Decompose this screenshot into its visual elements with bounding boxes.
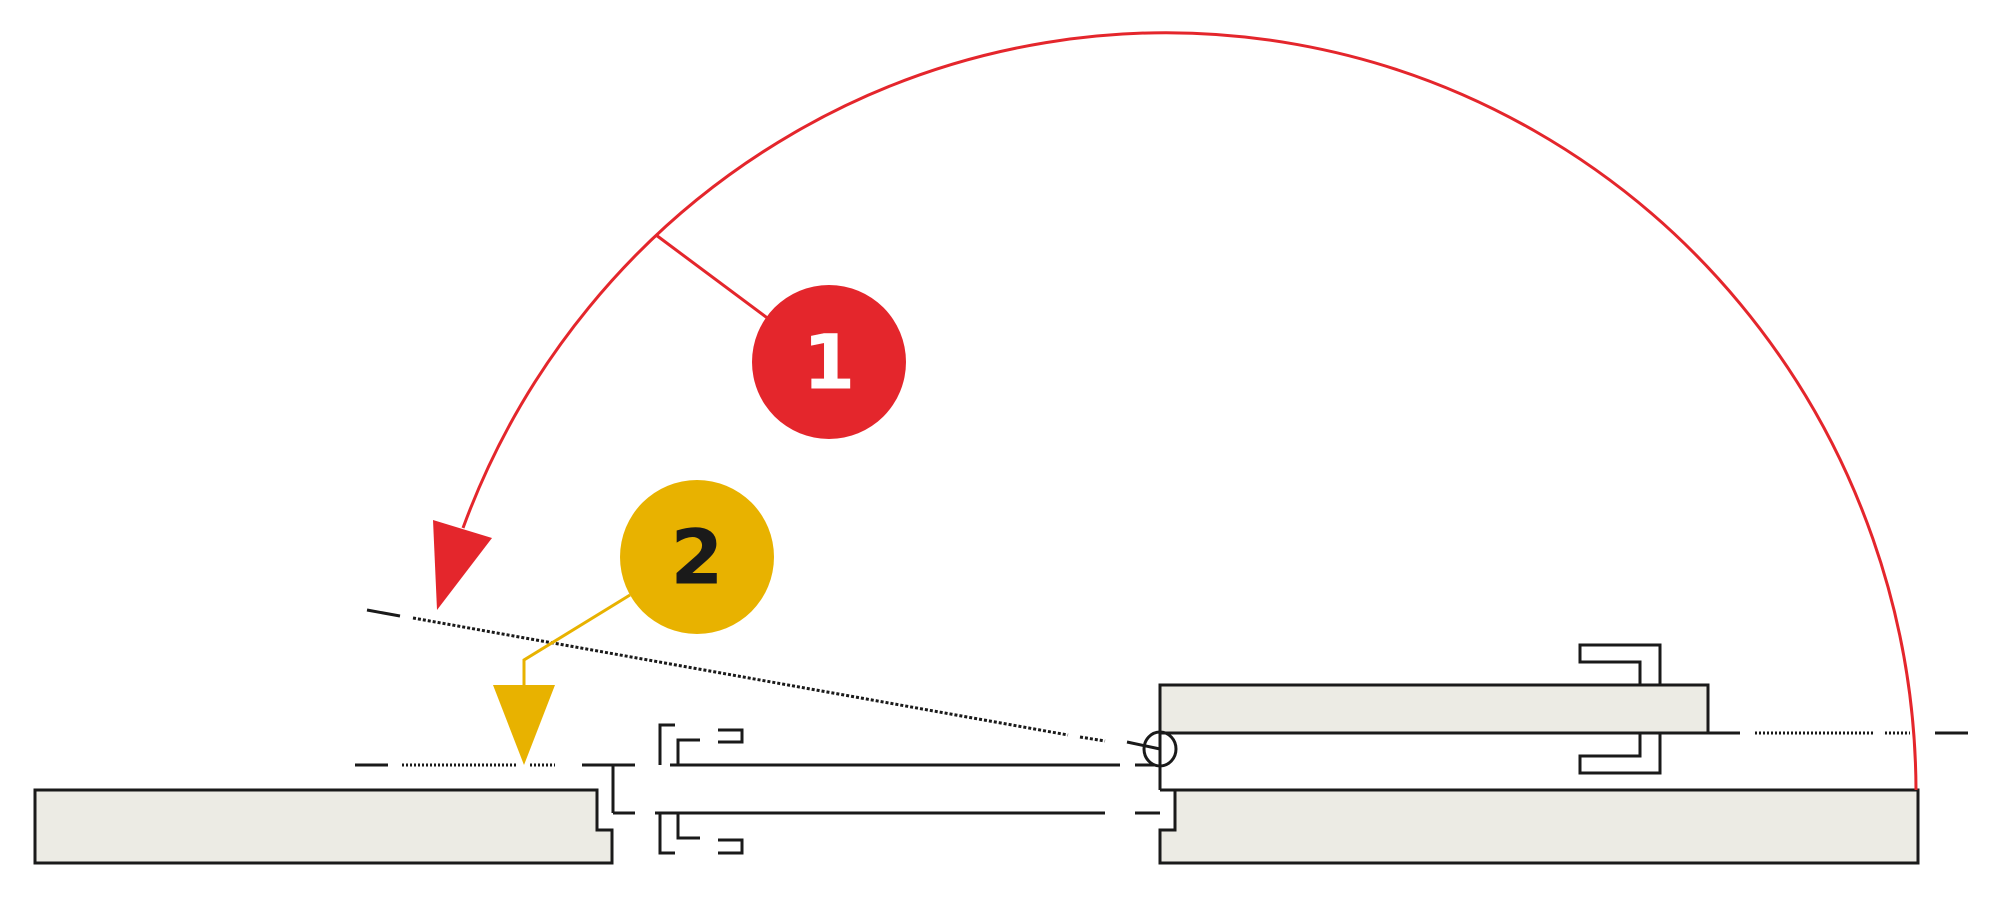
callout-2-label: 2 <box>671 513 724 602</box>
callout-1: 1 <box>752 285 906 439</box>
callout-1-circle <box>752 285 906 439</box>
callout-2-leader <box>522 593 631 685</box>
left-panel <box>33 788 614 865</box>
hinge-pivot-arm <box>1126 740 1161 751</box>
top-bracket <box>1578 643 1662 687</box>
swing-arc <box>461 31 1918 791</box>
door-open-line <box>366 608 1106 743</box>
swing-arc-arrowhead <box>433 520 492 610</box>
callout-1-leader <box>655 233 771 322</box>
callout-2-circle <box>620 480 774 634</box>
yellow-marker-arrowhead <box>493 685 555 765</box>
callout-1-label: 1 <box>803 318 856 407</box>
bottom-bracket <box>1578 731 1662 775</box>
callout-2: 2 <box>620 480 774 634</box>
right-lower-panel <box>1158 788 1920 865</box>
right-upper-panel <box>1158 683 1710 735</box>
hidden-door-outline <box>582 723 1160 855</box>
